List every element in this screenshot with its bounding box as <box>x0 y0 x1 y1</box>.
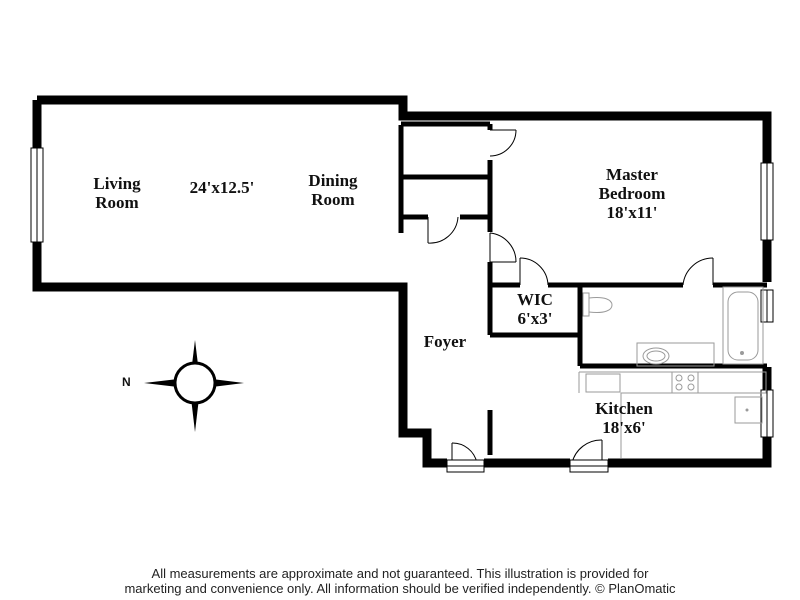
kitchen-counter <box>579 371 767 458</box>
exterior-walls <box>32 95 772 468</box>
toilet-tank <box>582 292 590 317</box>
doors <box>427 129 714 473</box>
bathtub <box>722 286 764 365</box>
vanity <box>636 342 715 367</box>
kitchen-label: Kitchen 18'x6' <box>595 399 653 437</box>
disclaimer-line-2: marketing and convenience only. All info… <box>124 581 676 596</box>
wic-label: WIC 6'x3' <box>517 290 553 328</box>
living-room-label: Living Room <box>93 174 141 212</box>
fixtures <box>578 286 767 458</box>
toilet-bowl <box>588 297 613 313</box>
north-label: N <box>122 375 131 389</box>
kitchen-sink <box>734 396 763 424</box>
compass-rose <box>144 340 244 432</box>
dining-room-label: Dining Room <box>308 171 358 209</box>
floor-plan <box>30 95 774 473</box>
dishwasher <box>585 373 621 393</box>
master-bedroom-label: Master Bedroom 18'x11' <box>598 165 666 222</box>
interior-walls <box>398 121 767 455</box>
foyer-label: Foyer <box>423 332 467 351</box>
disclaimer-line-1: All measurements are approximate and not… <box>151 566 649 581</box>
windows <box>30 147 774 438</box>
bath-sink <box>642 347 670 365</box>
living-dining-size: 24'x12.5' <box>189 178 255 197</box>
disclaimer: All measurements are approximate and not… <box>0 566 800 596</box>
stove <box>671 371 699 394</box>
